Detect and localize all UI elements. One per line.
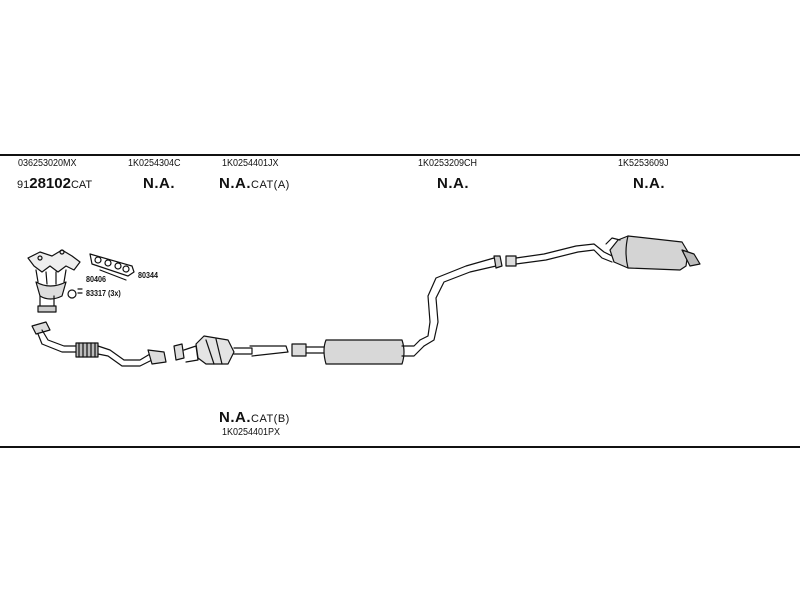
- status-catalyst-a-suffix: CAT(A): [251, 179, 290, 191]
- bottom-divider: [0, 446, 800, 448]
- intermediate-pipe: [291, 343, 327, 357]
- gasket-ring: [67, 289, 77, 299]
- kit-code-suffix: CAT: [70, 179, 93, 191]
- kit-code-main: 28102: [29, 175, 71, 192]
- status-catalyst-a-na: N.A.: [219, 175, 251, 192]
- front-pipe: [31, 321, 167, 367]
- exhaust-manifold: [27, 249, 81, 313]
- part-number-catalyst-a: 1K0254401JX: [222, 158, 279, 169]
- status-catalyst-b: N.A.CAT(B): [219, 409, 290, 426]
- middle-silencer: [323, 255, 503, 365]
- rear-pipe: [505, 243, 613, 267]
- callout-83317: 83317 (3x): [86, 289, 121, 298]
- kit-code: 9128102CAT: [17, 175, 92, 192]
- part-number-front-pipe: 1K0254304C: [128, 158, 181, 169]
- status-middle-silencer: N.A.: [437, 175, 469, 192]
- status-front-pipe: N.A.: [143, 175, 175, 192]
- kit-code-prefix: 91: [17, 179, 30, 191]
- status-catalyst-b-suffix: CAT(B): [251, 413, 290, 425]
- part-number-rear-silencer: 1K5253609J: [618, 158, 669, 169]
- status-catalyst-b-na: N.A.: [219, 409, 251, 426]
- rear-silencer: [605, 235, 701, 271]
- status-catalyst-a: N.A.CAT(A): [219, 175, 290, 192]
- part-number-manifold: 036253020MX: [18, 158, 77, 169]
- top-divider: [0, 154, 800, 156]
- callout-80406: 80406: [86, 275, 107, 284]
- part-number-catalyst-b: 1K0254401PX: [222, 427, 281, 438]
- manifold-gasket: [89, 253, 135, 281]
- catalytic-converter: [173, 335, 289, 365]
- mounting-bolts: [77, 288, 83, 294]
- status-rear-silencer: N.A.: [633, 175, 665, 192]
- callout-80344: 80344: [138, 271, 159, 280]
- part-number-middle-silencer: 1K0253209CH: [418, 158, 478, 169]
